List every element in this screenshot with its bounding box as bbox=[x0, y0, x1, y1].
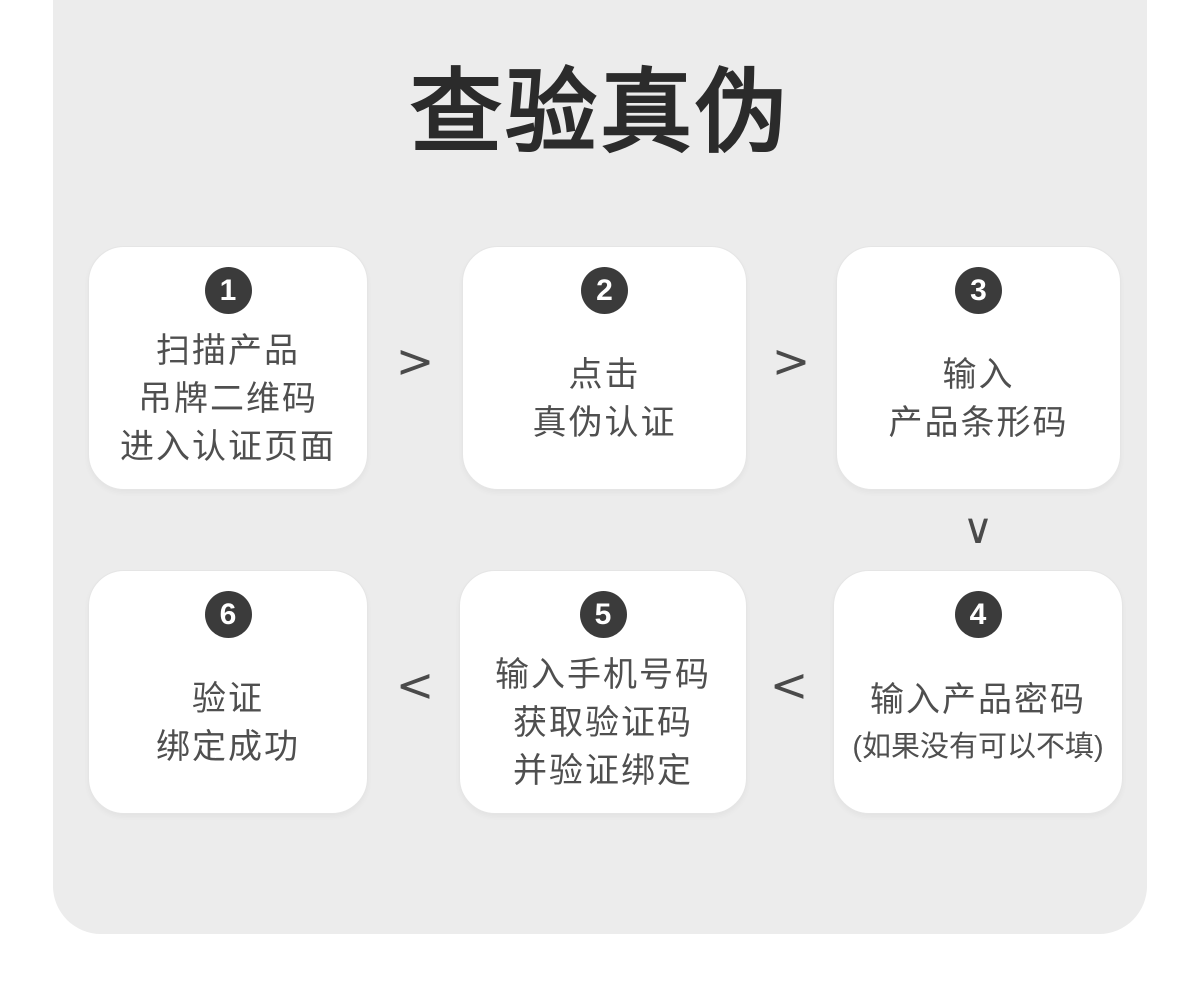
step-card-4: 4 输入产品密码 (如果没有可以不填) bbox=[833, 570, 1123, 814]
step-number-badge: 6 bbox=[204, 591, 252, 638]
step-card-5: 5 输入手机号码 获取验证码 并验证绑定 bbox=[459, 570, 747, 814]
step-line: 扫描产品 bbox=[156, 331, 300, 370]
step-line: 验证 bbox=[192, 679, 264, 718]
step-card-1: 1 扫描产品 吊牌二维码 进入认证页面 bbox=[88, 246, 368, 490]
arrow-down-icon: ∨ bbox=[962, 504, 994, 553]
step-card-3: 3 输入 产品条形码 bbox=[836, 246, 1121, 490]
step-number-badge: 1 bbox=[204, 267, 252, 314]
step-number-badge: 4 bbox=[954, 591, 1002, 638]
step-line: 输入产品密码 bbox=[870, 680, 1086, 719]
step-line: 进入认证页面 bbox=[120, 427, 336, 466]
step-line: 绑定成功 bbox=[156, 727, 300, 766]
arrow-right-icon: > bbox=[771, 334, 811, 388]
gray-panel: 查验真伪 1 扫描产品 吊牌二维码 进入认证页面 > 2 点击 真伪认证 > 3… bbox=[53, 0, 1147, 934]
step-line: 点击 bbox=[568, 355, 641, 394]
step-card-6: 6 验证 绑定成功 bbox=[88, 570, 368, 814]
step-text: 扫描产品 吊牌二维码 进入认证页面 bbox=[89, 314, 367, 489]
step-line: 并验证绑定 bbox=[513, 751, 693, 790]
step-number-badge: 3 bbox=[955, 267, 1002, 314]
step-line: 产品条形码 bbox=[888, 403, 1069, 442]
step-text: 点击 真伪认证 bbox=[463, 314, 746, 489]
step-number-badge: 2 bbox=[581, 267, 628, 314]
arrow-left-icon: < bbox=[769, 658, 809, 712]
step-text: 验证 绑定成功 bbox=[89, 638, 367, 813]
step-note: (如果没有可以不填) bbox=[852, 730, 1104, 763]
step-card-2: 2 点击 真伪认证 bbox=[462, 246, 747, 490]
step-number-badge: 5 bbox=[579, 591, 627, 638]
step-line: 真伪认证 bbox=[532, 403, 677, 442]
arrow-left-icon: < bbox=[395, 658, 435, 712]
step-line: 输入 bbox=[942, 355, 1015, 394]
arrow-right-icon: > bbox=[395, 334, 435, 388]
step-text: 输入产品密码 (如果没有可以不填) bbox=[834, 638, 1122, 813]
step-line: 吊牌二维码 bbox=[138, 379, 318, 418]
page-title: 查验真伪 bbox=[409, 62, 790, 164]
step-line: 获取验证码 bbox=[513, 703, 693, 742]
step-line: 输入手机号码 bbox=[495, 655, 711, 694]
step-text: 输入 产品条形码 bbox=[837, 314, 1120, 489]
step-text: 输入手机号码 获取验证码 并验证绑定 bbox=[460, 638, 746, 813]
